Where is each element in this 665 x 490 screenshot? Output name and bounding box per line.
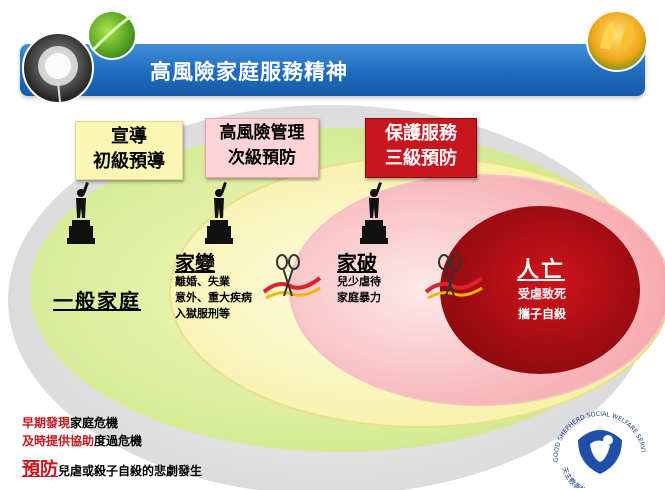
footer-line-3-red: 預防 <box>22 459 58 480</box>
secondary-line2: 次級預防 <box>228 148 296 168</box>
page-title: 高風險家庭服務精神 <box>150 60 348 84</box>
tertiary-line2: 三級預防 <box>385 148 457 169</box>
general-family-label: 一般家庭 <box>53 289 141 313</box>
scissors-ribbon-1 <box>262 254 322 300</box>
footer-line-3-black: 兒虐或殺子自殺的悲劇發生 <box>58 464 203 478</box>
scissors-icon <box>276 254 300 297</box>
dandelion-photo <box>22 32 94 104</box>
statuette-icon <box>67 182 95 244</box>
primary-line1: 宣導 <box>111 126 147 147</box>
tertiary-prevention-box: 保護服務 三級預防 <box>365 118 477 178</box>
death-ellipse <box>440 206 640 374</box>
footer-line-1: 早期發現家庭危機 <box>22 414 118 431</box>
family-change-label: 家變 <box>175 251 215 275</box>
death-line-1: 受虐致死 <box>518 287 567 301</box>
footer-line-2: 及時提供協助度過危機 <box>22 432 142 449</box>
change-line-3: 入獄服刑等 <box>175 307 230 320</box>
tertiary-line1: 保護服務 <box>385 123 457 144</box>
secondary-line1: 高風險管理 <box>219 123 305 143</box>
shepherd-logo: GOOD SHEPHERD SOCIAL WELFARE SERVICES 天主… <box>548 404 647 488</box>
footer-line-1-red: 早期發現 <box>22 416 71 430</box>
tulip-photo <box>586 10 648 72</box>
footer-line-2-black: 度過危機 <box>94 434 143 448</box>
scissors-ribbon-2 <box>424 254 484 300</box>
footer-line-1-black: 家庭危機 <box>70 416 119 430</box>
statuette-icon <box>360 182 388 244</box>
primary-line2: 初級預導 <box>93 151 165 172</box>
ribbon-icon <box>424 276 484 294</box>
footer-line-2-red: 及時提供協助 <box>22 434 95 448</box>
ribbon-icon <box>262 276 322 294</box>
family-broken-label: 家破 <box>337 251 377 275</box>
change-line-2: 意外、重大疾病 <box>175 291 252 304</box>
primary-prevention-box: 宣導 初級預導 <box>75 121 183 180</box>
footer-line-3: 預防兒虐或殺子自殺的悲劇發生 <box>22 455 202 481</box>
secondary-prevention-box: 高風險管理 次級預防 <box>205 118 319 178</box>
death-label: 人亡 <box>517 258 566 283</box>
change-line-1: 離婚、失業 <box>175 275 230 288</box>
grass-photo <box>87 10 137 60</box>
scissors-icon <box>438 254 462 297</box>
statuette-icon <box>205 182 233 244</box>
death-line-2: 攜子自殺 <box>518 307 567 321</box>
broken-line-2: 家庭暴力 <box>337 291 381 304</box>
broken-line-1: 兒少虐待 <box>337 275 381 288</box>
